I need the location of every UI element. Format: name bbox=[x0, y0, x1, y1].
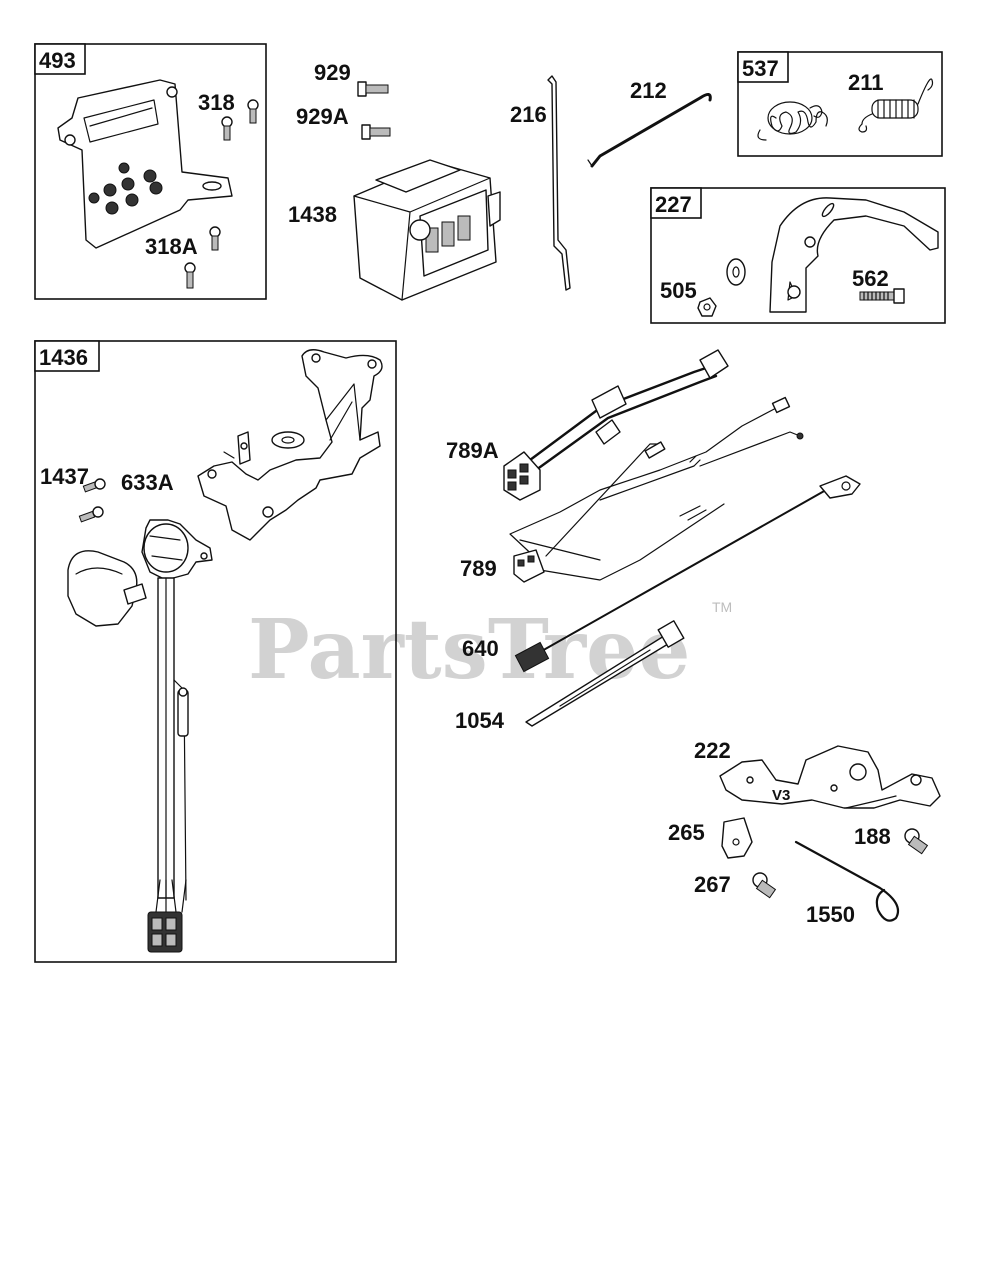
spring-211-part bbox=[858, 78, 934, 133]
label-265: 265 bbox=[668, 820, 705, 845]
label-640: 640 bbox=[462, 636, 499, 661]
watermark-tm: TM bbox=[712, 599, 732, 615]
clip-265-part bbox=[721, 817, 753, 859]
link-212-part bbox=[587, 93, 712, 168]
harness-789A-part bbox=[503, 349, 729, 501]
box-493: 493 318 318A bbox=[34, 43, 267, 300]
box-1436-label: 1436 bbox=[39, 345, 88, 370]
label-267: 267 bbox=[694, 872, 731, 897]
bracket-227-part bbox=[769, 197, 939, 313]
switch-633A-part bbox=[141, 519, 213, 581]
box-227: 227 505 562 bbox=[650, 187, 946, 324]
label-1438: 1438 bbox=[288, 202, 337, 227]
screw-318A-part bbox=[184, 226, 221, 289]
control-bracket-1436-part bbox=[197, 349, 383, 541]
label-1550: 1550 bbox=[806, 902, 855, 927]
screw-188-part bbox=[904, 828, 929, 855]
cable-tie-1054-part bbox=[525, 620, 685, 727]
label-1437: 1437 bbox=[40, 464, 89, 489]
pin-1550-part bbox=[794, 840, 900, 922]
box-537-label: 537 bbox=[742, 56, 779, 81]
label-V3: V3 bbox=[772, 787, 790, 804]
label-789: 789 bbox=[460, 556, 497, 581]
screw-562-part bbox=[859, 288, 905, 304]
bolt-929-part bbox=[357, 81, 389, 97]
label-633A: 633A bbox=[121, 470, 174, 495]
label-222: 222 bbox=[694, 738, 731, 763]
screw-1437-part bbox=[78, 478, 106, 523]
watermark-text: PartsTree bbox=[248, 602, 690, 698]
box-227-label: 227 bbox=[655, 192, 692, 217]
box-537: 537 211 bbox=[737, 51, 943, 157]
bolt-929A-part bbox=[361, 124, 391, 140]
label-318: 318 bbox=[198, 90, 235, 115]
label-216: 216 bbox=[510, 102, 547, 127]
label-318A: 318A bbox=[145, 234, 198, 259]
washer-505-part bbox=[697, 258, 746, 317]
bracket-222-part: V3 bbox=[719, 745, 941, 809]
bracket-493-part bbox=[57, 79, 233, 249]
screw-318-part bbox=[221, 99, 259, 141]
harness-789-part bbox=[509, 396, 804, 583]
box-1436: 1436 1437 633A bbox=[34, 340, 397, 963]
label-211: 211 bbox=[848, 70, 884, 95]
label-789A: 789A bbox=[446, 438, 499, 463]
label-505: 505 bbox=[660, 278, 697, 303]
screw-267-part bbox=[752, 872, 777, 899]
harness-1436-part bbox=[147, 577, 189, 953]
label-929: 929 bbox=[314, 60, 351, 85]
wire-640-part bbox=[514, 475, 861, 673]
label-562: 562 bbox=[852, 266, 889, 291]
spring-537-part bbox=[757, 101, 828, 141]
label-929A: 929A bbox=[296, 104, 349, 129]
rod-216-part bbox=[547, 75, 571, 291]
module-1438-part bbox=[353, 159, 501, 301]
switch-cover-part bbox=[67, 550, 147, 627]
label-1054: 1054 bbox=[455, 708, 505, 733]
label-212: 212 bbox=[630, 78, 667, 103]
label-188: 188 bbox=[854, 824, 891, 849]
box-493-label: 493 bbox=[39, 48, 76, 73]
